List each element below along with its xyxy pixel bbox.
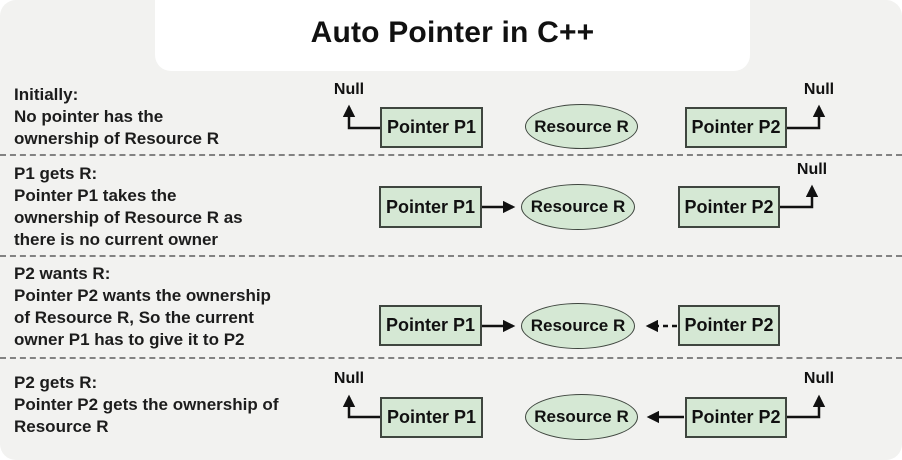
pointer-p2-box-r2: Pointer P2	[678, 186, 780, 228]
row2-description: P1 gets R: Pointer P1 takes the ownershi…	[14, 163, 243, 251]
arrow-r1-p2-null	[786, 104, 826, 130]
row4-description: P2 gets R: Pointer P2 gets the ownership…	[14, 372, 278, 438]
pointer-p1-box-r4: Pointer P1	[380, 397, 483, 438]
pointer-p2-box-r4: Pointer P2	[685, 397, 787, 438]
row4-line: Pointer P2 gets the ownership of	[14, 395, 279, 414]
row-divider-1	[0, 154, 902, 156]
arrow-r4-p2-null	[786, 394, 826, 419]
page-title: Auto Pointer in C++	[310, 15, 595, 49]
row2-heading: P1 gets R:	[14, 164, 98, 183]
row3-line: owner P1 has to give it to P2	[14, 330, 245, 349]
null-label-r1-right: Null	[803, 81, 835, 98]
row3-description: P2 wants R: Pointer P2 wants the ownersh…	[14, 263, 271, 351]
pointer-p2-box-r1: Pointer P2	[685, 107, 787, 148]
arrow-r1-p1-null	[342, 104, 381, 130]
null-label-r4-right: Null	[803, 370, 835, 387]
row2-line: there is no current owner	[14, 230, 219, 249]
row1-heading: Initially:	[14, 85, 79, 104]
row-divider-2	[0, 255, 902, 257]
pointer-p1-box-r2: Pointer P1	[379, 186, 482, 228]
resource-r-ellipse-r1: Resource R	[525, 104, 638, 149]
row3-line: Pointer P2 wants the ownership	[14, 286, 271, 305]
row2-line: Pointer P1 takes the	[14, 186, 177, 205]
pointer-p1-box-r1: Pointer P1	[380, 107, 483, 148]
row4-heading: P2 gets R:	[14, 373, 98, 392]
row1-line: ownership of Resource R	[14, 129, 219, 148]
null-label-r4-left: Null	[333, 370, 365, 387]
pointer-p2-box-r3: Pointer P2	[678, 305, 780, 346]
row1-line: No pointer has the	[14, 107, 164, 126]
null-label-r2-right: Null	[796, 161, 828, 178]
arrow-r4-p1-null	[342, 394, 381, 419]
row-divider-3	[0, 357, 902, 359]
resource-r-ellipse-r4: Resource R	[525, 394, 638, 440]
pointer-p1-box-r3: Pointer P1	[379, 305, 482, 346]
resource-r-ellipse-r3: Resource R	[521, 303, 635, 349]
arrow-r2-p2-null	[779, 184, 819, 209]
row3-line: of Resource R, So the current	[14, 308, 254, 327]
row3-heading: P2 wants R:	[14, 264, 111, 283]
row2-line: ownership of Resource R as	[14, 208, 243, 227]
null-label-r1-left: Null	[333, 81, 365, 98]
title-card: Auto Pointer in C++	[155, 0, 750, 71]
resource-r-ellipse-r2: Resource R	[521, 184, 635, 230]
row1-description: Initially: No pointer has the ownership …	[14, 84, 219, 150]
row4-line: Resource R	[14, 417, 109, 436]
